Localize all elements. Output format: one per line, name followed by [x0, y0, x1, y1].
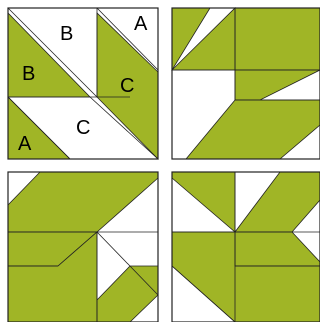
label-c-right: C: [120, 75, 134, 97]
quadrant-top-left: B A B C A C: [8, 8, 158, 159]
quadrant-top-right: [172, 8, 320, 159]
label-b-top: B: [60, 23, 73, 45]
label-c-bottom: C: [76, 117, 90, 139]
label-a-top: A: [134, 13, 148, 35]
quadrant-bottom-left: [8, 172, 158, 322]
patch: [235, 8, 320, 70]
quadrant-bottom-right: [172, 172, 320, 322]
label-a-bottom: A: [18, 133, 32, 155]
label-b-left: B: [22, 63, 35, 85]
